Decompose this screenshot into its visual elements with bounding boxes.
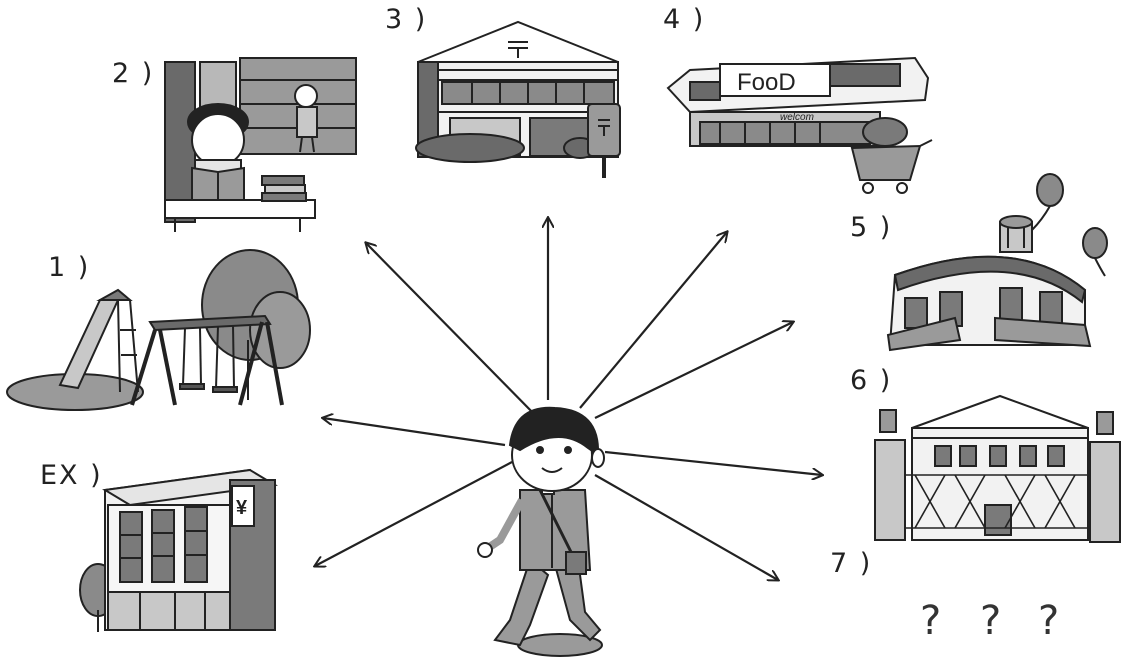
unknown-mark-3: ? (1038, 598, 1060, 644)
post-office-building (415, 20, 621, 178)
unknown-mark-2: ? (980, 598, 1002, 644)
label-7: 7 ) (830, 548, 873, 579)
label-2: 2 ) (112, 58, 155, 89)
museum-building (874, 394, 1121, 543)
unknown-mark-1: ? (920, 598, 942, 644)
label-1: 1 ) (48, 252, 91, 283)
label-5: 5 ) (850, 212, 893, 243)
bank-yen-sign: ¥ (236, 497, 248, 519)
label-6: 6 ) (850, 365, 893, 396)
supermarket-food-sign: FooD (737, 69, 796, 96)
walking-boy (477, 406, 605, 657)
supermarket-building (666, 56, 933, 194)
direction-arrows (315, 218, 822, 580)
label-4: 4 ) (663, 4, 706, 35)
arrow-to-bank (315, 461, 513, 566)
bank-building (79, 468, 278, 632)
arrow-to-park (323, 418, 506, 447)
library-scene (158, 57, 357, 232)
park-playground (6, 249, 311, 411)
department-store-building (886, 173, 1108, 352)
arrow-to-supermarket (579, 232, 727, 409)
label-ex: EX ) (40, 460, 103, 491)
arrow-to-unknown (594, 474, 778, 580)
label-3: 3 ) (385, 4, 428, 35)
arrow-to-library (366, 243, 541, 421)
arrow-to-museum (604, 450, 822, 475)
supermarket-welcome-sign: welcom (780, 112, 814, 123)
arrow-to-department-store (594, 322, 793, 419)
